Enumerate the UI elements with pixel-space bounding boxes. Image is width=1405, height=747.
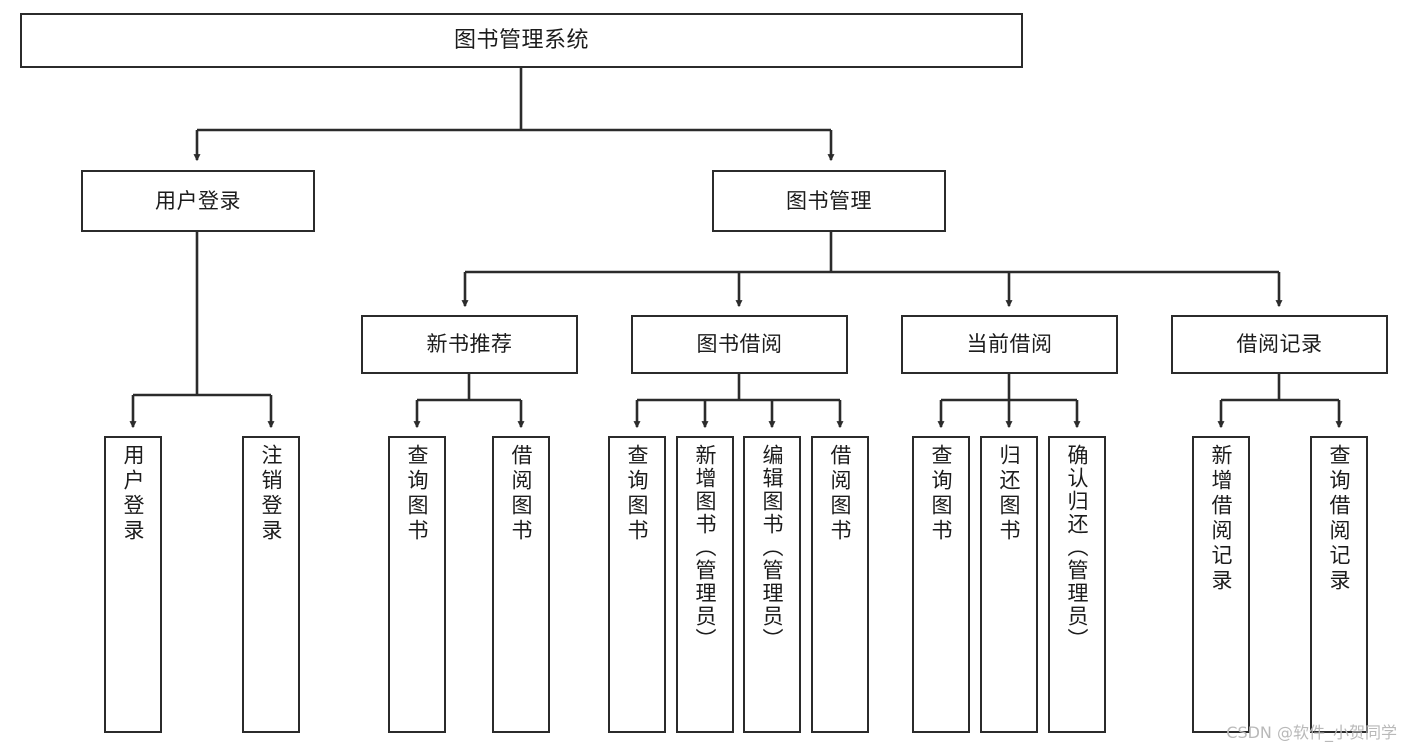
node-leaf-user-login-label: 用户登录 bbox=[121, 444, 146, 544]
node-leaf-confirm-return[interactable]: 确认归还（管理员） bbox=[1048, 436, 1106, 733]
node-leaf-query-record[interactable]: 查询借阅记录 bbox=[1310, 436, 1368, 733]
node-leaf-add-book[interactable]: 新增图书（管理员） bbox=[676, 436, 734, 733]
node-user-login-label: 用户登录 bbox=[155, 188, 241, 213]
node-leaf-return-book-label: 归还图书 bbox=[997, 444, 1022, 544]
node-leaf-borrow-book-2-label: 借阅图书 bbox=[828, 444, 853, 544]
node-book-borrow-label: 图书借阅 bbox=[696, 332, 783, 357]
node-book-manage-label: 图书管理 bbox=[786, 188, 872, 213]
node-leaf-confirm-return-label: 确认归还（管理员） bbox=[1065, 444, 1090, 651]
node-leaf-borrow-book-1[interactable]: 借阅图书 bbox=[492, 436, 550, 733]
node-leaf-add-record-label: 新增借阅记录 bbox=[1209, 444, 1234, 594]
node-leaf-logout-login[interactable]: 注销登录 bbox=[242, 436, 300, 733]
node-leaf-user-login[interactable]: 用户登录 bbox=[104, 436, 162, 733]
node-borrow-record[interactable]: 借阅记录 bbox=[1171, 315, 1388, 374]
node-leaf-query-book-2-label: 查询图书 bbox=[625, 444, 650, 544]
node-borrow-record-label: 借阅记录 bbox=[1236, 332, 1323, 357]
node-leaf-return-book[interactable]: 归还图书 bbox=[980, 436, 1038, 733]
node-leaf-query-book-1-label: 查询图书 bbox=[405, 444, 430, 544]
node-book-manage[interactable]: 图书管理 bbox=[712, 170, 946, 232]
node-leaf-borrow-book-2[interactable]: 借阅图书 bbox=[811, 436, 869, 733]
node-leaf-edit-book[interactable]: 编辑图书（管理员） bbox=[743, 436, 801, 733]
node-root[interactable]: 图书管理系统 bbox=[20, 13, 1023, 68]
node-new-book-recommend-label: 新书推荐 bbox=[426, 332, 513, 357]
node-leaf-query-book-2[interactable]: 查询图书 bbox=[608, 436, 666, 733]
node-current-borrow-label: 当前借阅 bbox=[966, 332, 1053, 357]
node-leaf-query-book-3-label: 查询图书 bbox=[929, 444, 954, 544]
watermark-text: CSDN @软件_小贺同学 bbox=[1226, 723, 1397, 742]
node-leaf-add-book-label: 新增图书（管理员） bbox=[693, 444, 718, 651]
node-new-book-recommend[interactable]: 新书推荐 bbox=[361, 315, 578, 374]
node-user-login[interactable]: 用户登录 bbox=[81, 170, 315, 232]
node-root-label: 图书管理系统 bbox=[453, 27, 589, 53]
node-leaf-logout-login-label: 注销登录 bbox=[259, 444, 284, 544]
node-leaf-query-record-label: 查询借阅记录 bbox=[1327, 444, 1352, 594]
node-leaf-edit-book-label: 编辑图书（管理员） bbox=[760, 444, 785, 651]
node-leaf-query-book-3[interactable]: 查询图书 bbox=[912, 436, 970, 733]
node-leaf-add-record[interactable]: 新增借阅记录 bbox=[1192, 436, 1250, 733]
node-book-borrow[interactable]: 图书借阅 bbox=[631, 315, 848, 374]
node-leaf-borrow-book-1-label: 借阅图书 bbox=[509, 444, 534, 544]
node-current-borrow[interactable]: 当前借阅 bbox=[901, 315, 1118, 374]
node-leaf-query-book-1[interactable]: 查询图书 bbox=[388, 436, 446, 733]
